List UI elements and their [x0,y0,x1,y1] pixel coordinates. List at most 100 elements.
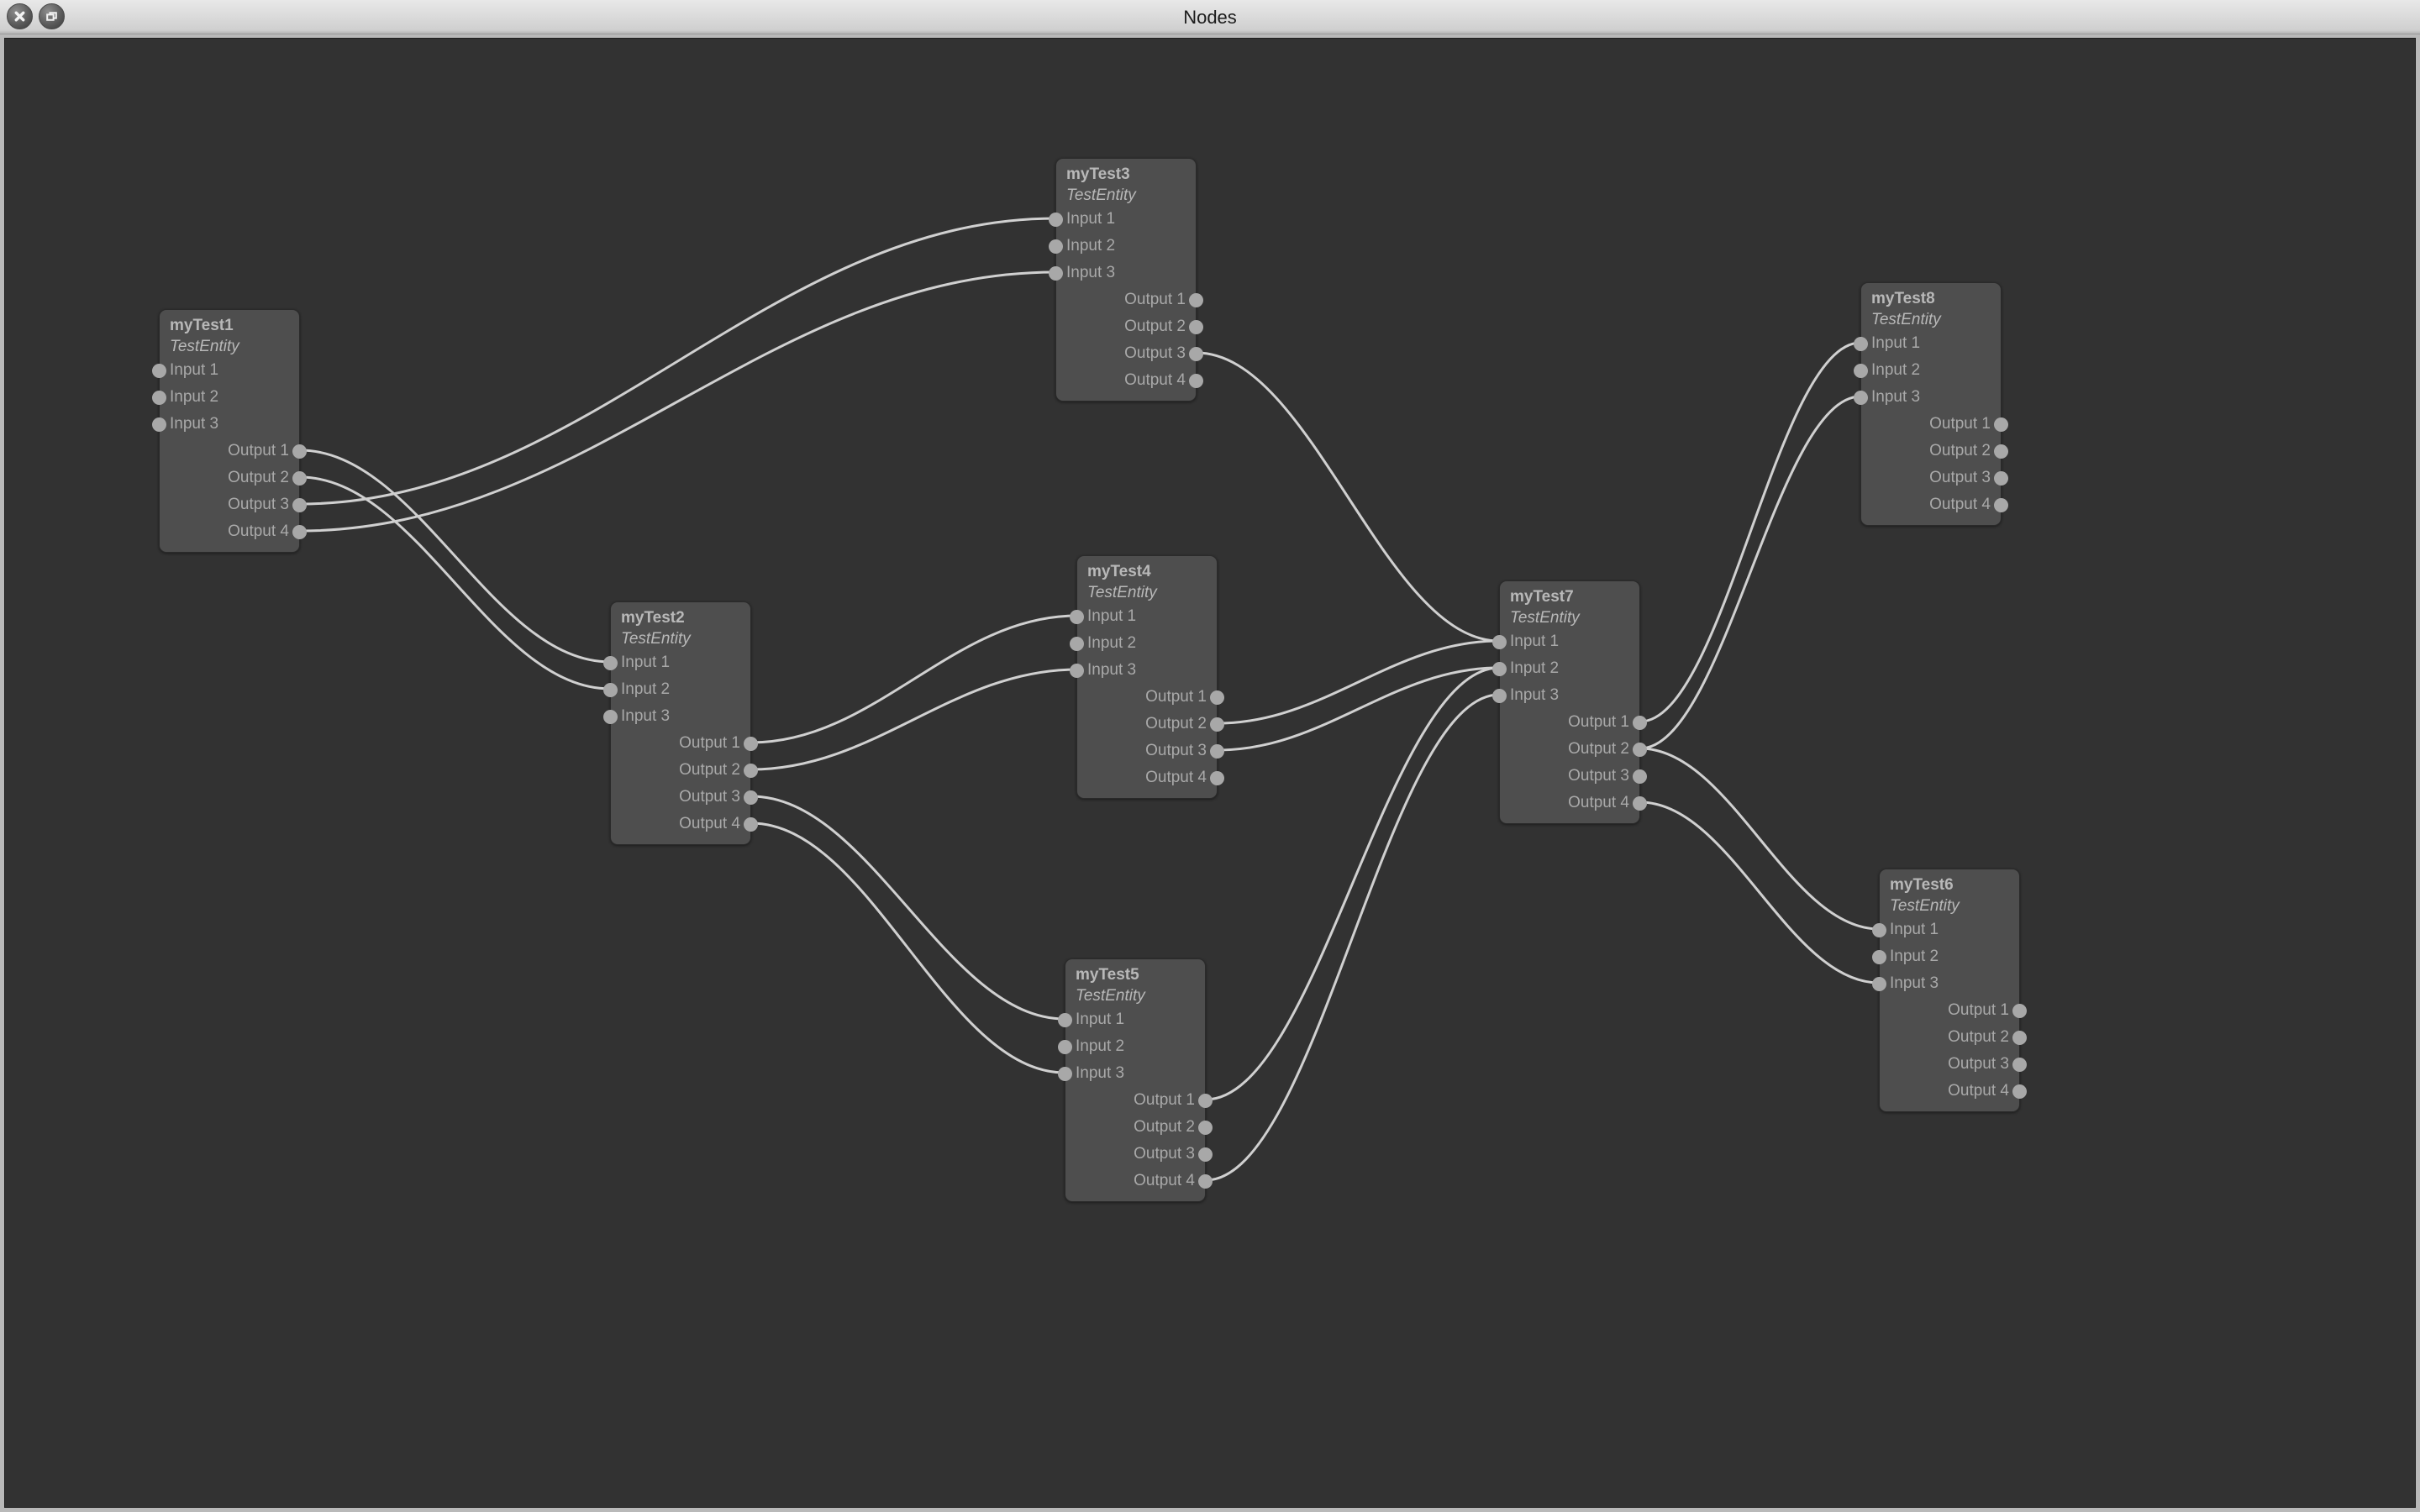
output-port-row[interactable]: Output 1 [1077,684,1224,711]
output-port-dot[interactable] [2012,1057,2027,1072]
input-port-dot[interactable] [1070,636,1084,651]
output-port-row[interactable]: Output 3 [1065,1141,1213,1168]
output-port-dot[interactable] [744,790,758,805]
input-port-row[interactable]: Input 2 [603,676,750,703]
output-port-row[interactable]: Output 1 [1500,709,1647,736]
output-port-row[interactable]: Output 4 [1077,764,1224,791]
output-port-dot[interactable] [1633,742,1647,757]
output-port-dot[interactable] [1210,717,1224,732]
connection-wire[interactable] [1205,666,1500,1101]
output-port-dot[interactable] [292,497,307,512]
input-port-row[interactable]: Input 2 [1492,655,1639,682]
input-port-row[interactable]: Input 1 [1058,1006,1205,1033]
input-port-dot[interactable] [603,682,618,697]
connection-wire[interactable] [750,795,1065,1021]
input-port-row[interactable]: Input 2 [1058,1033,1205,1060]
input-port-row[interactable]: Input 3 [1872,970,2019,997]
connection-wire[interactable] [1196,351,1500,643]
input-port-row[interactable]: Input 1 [1492,628,1639,655]
connection-wire[interactable] [1217,666,1500,752]
output-port-row[interactable]: Output 4 [1056,367,1203,394]
output-port-dot[interactable] [2012,1003,2027,1018]
window-titlebar[interactable]: Nodes [0,0,2420,34]
connection-wire[interactable] [1639,747,1880,931]
connection-wire[interactable] [299,449,611,664]
input-port-dot[interactable] [152,417,166,432]
input-port-dot[interactable] [152,390,166,405]
input-port-row[interactable]: Input 3 [603,703,750,730]
input-port-row[interactable]: Input 3 [1492,682,1639,709]
output-port-dot[interactable] [1994,497,2008,512]
output-port-row[interactable]: Output 1 [160,438,307,465]
output-port-row[interactable]: Output 4 [1500,790,1647,816]
output-port-row[interactable]: Output 2 [1861,438,2008,465]
input-port-dot[interactable] [1872,976,1886,991]
output-port-dot[interactable] [1994,470,2008,486]
input-port-dot[interactable] [1492,634,1507,649]
input-port-row[interactable]: Input 3 [152,411,299,438]
input-port-dot[interactable] [603,709,618,724]
output-port-dot[interactable] [292,444,307,459]
input-port-row[interactable]: Input 1 [603,649,750,676]
output-port-row[interactable]: Output 3 [1861,465,2008,491]
output-port-dot[interactable] [2012,1030,2027,1045]
input-port-dot[interactable] [1492,688,1507,703]
output-port-row[interactable]: Output 2 [1056,313,1203,340]
input-port-dot[interactable] [1049,212,1063,227]
input-port-dot[interactable] [1492,661,1507,676]
output-port-dot[interactable] [2012,1084,2027,1099]
input-port-row[interactable]: Input 2 [1872,943,2019,970]
output-port-row[interactable]: Output 4 [611,811,758,837]
output-port-dot[interactable] [1994,444,2008,459]
input-port-dot[interactable] [1049,239,1063,254]
input-port-dot[interactable] [1058,1066,1072,1081]
output-port-dot[interactable] [292,470,307,486]
output-port-dot[interactable] [1210,743,1224,759]
output-port-row[interactable]: Output 1 [1056,286,1203,313]
connection-wire[interactable] [299,475,611,690]
output-port-row[interactable]: Output 4 [160,518,307,545]
output-port-row[interactable]: Output 3 [1880,1051,2027,1078]
output-port-dot[interactable] [1189,373,1203,388]
output-port-row[interactable]: Output 2 [1065,1114,1213,1141]
output-port-dot[interactable] [1198,1173,1213,1189]
output-port-dot[interactable] [1210,690,1224,705]
connection-wire[interactable] [750,668,1077,771]
output-port-dot[interactable] [744,763,758,778]
output-port-dot[interactable] [1189,319,1203,334]
input-port-dot[interactable] [1854,363,1868,378]
close-icon[interactable] [7,3,33,29]
output-port-dot[interactable] [1633,795,1647,811]
input-port-row[interactable]: Input 1 [1049,206,1196,233]
input-port-row[interactable]: Input 1 [1070,603,1217,630]
input-port-row[interactable]: Input 2 [1070,630,1217,657]
output-port-row[interactable]: Output 2 [1500,736,1647,763]
output-port-dot[interactable] [292,524,307,539]
output-port-dot[interactable] [1189,346,1203,361]
input-port-dot[interactable] [152,363,166,378]
output-port-dot[interactable] [1633,715,1647,730]
output-port-dot[interactable] [1633,769,1647,784]
restore-icon[interactable] [39,3,65,29]
connection-wire[interactable] [1639,341,1861,723]
output-port-row[interactable]: Output 2 [160,465,307,491]
output-port-row[interactable]: Output 3 [611,784,758,811]
connection-wire[interactable] [750,614,1077,744]
input-port-row[interactable]: Input 2 [1854,357,2001,384]
connection-wire[interactable] [750,822,1065,1074]
input-port-dot[interactable] [1058,1039,1072,1054]
input-port-dot[interactable] [1872,949,1886,964]
input-port-row[interactable]: Input 3 [1058,1060,1205,1087]
input-port-dot[interactable] [1058,1012,1072,1027]
connection-wire[interactable] [1639,801,1880,984]
input-port-row[interactable]: Input 3 [1854,384,2001,411]
output-port-row[interactable]: Output 1 [611,730,758,757]
output-port-dot[interactable] [1210,770,1224,785]
input-port-dot[interactable] [1049,265,1063,281]
